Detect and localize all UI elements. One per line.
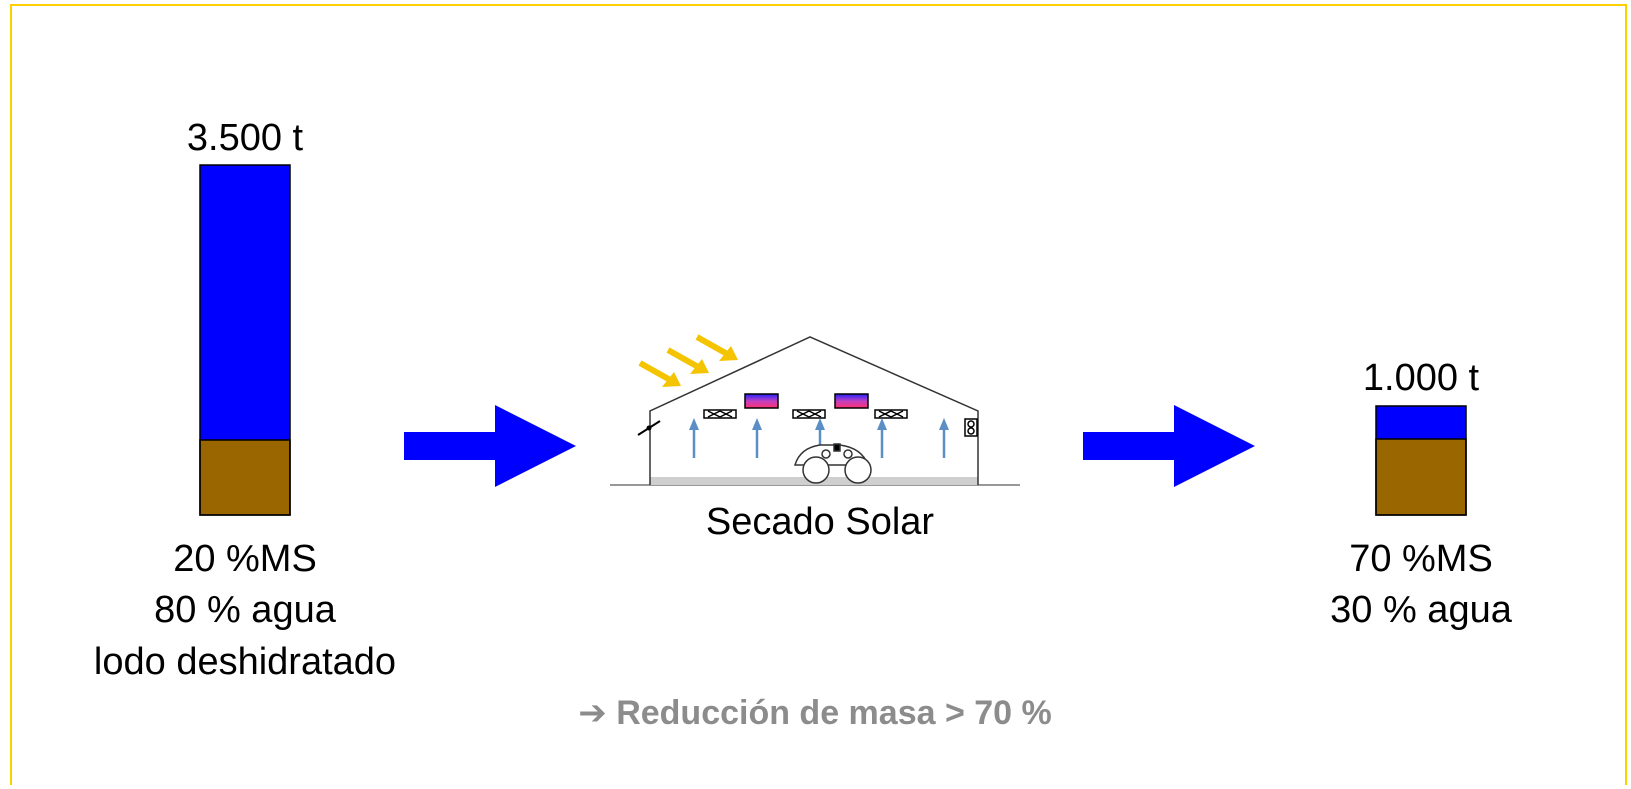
output-bar-outline bbox=[1375, 405, 1467, 516]
output-dry-matter-label: 70 %MS bbox=[1349, 538, 1493, 580]
arrow-right-icon bbox=[404, 405, 576, 487]
output-dry-matter-segment bbox=[1375, 438, 1467, 516]
fan-icon bbox=[703, 409, 908, 419]
input-bar-outline bbox=[199, 164, 291, 516]
output-water-label: 30 % agua bbox=[1330, 589, 1512, 631]
arrow-right-icon bbox=[1083, 405, 1255, 487]
output-water-segment bbox=[1376, 406, 1466, 439]
input-water-label: 80 % agua bbox=[154, 589, 336, 631]
input-mass-label: 3.500 t bbox=[186, 117, 304, 159]
process-label: Secado Solar bbox=[705, 501, 935, 543]
sludge-turner-icon bbox=[793, 443, 872, 484]
input-material-label: lodo deshidratado bbox=[93, 641, 397, 683]
conclusion: ➔ Reducción de masa > 70 % bbox=[505, 693, 1125, 733]
arrow-right-icon: ➔ bbox=[578, 693, 607, 733]
slide-frame bbox=[10, 4, 1627, 785]
vent-flap-icon bbox=[637, 420, 661, 436]
output-bar bbox=[1375, 405, 1467, 516]
conclusion-text: Reducción de masa > 70 % bbox=[616, 694, 1052, 732]
input-bar bbox=[199, 164, 291, 516]
sun-rays-icon bbox=[638, 334, 738, 387]
input-water-segment bbox=[200, 165, 290, 440]
input-dry-matter-segment bbox=[199, 439, 291, 516]
exhaust-icon bbox=[964, 418, 978, 437]
heater-icon bbox=[744, 393, 869, 409]
output-mass-label: 1.000 t bbox=[1362, 357, 1480, 399]
input-dry-matter-label: 20 %MS bbox=[173, 538, 317, 580]
